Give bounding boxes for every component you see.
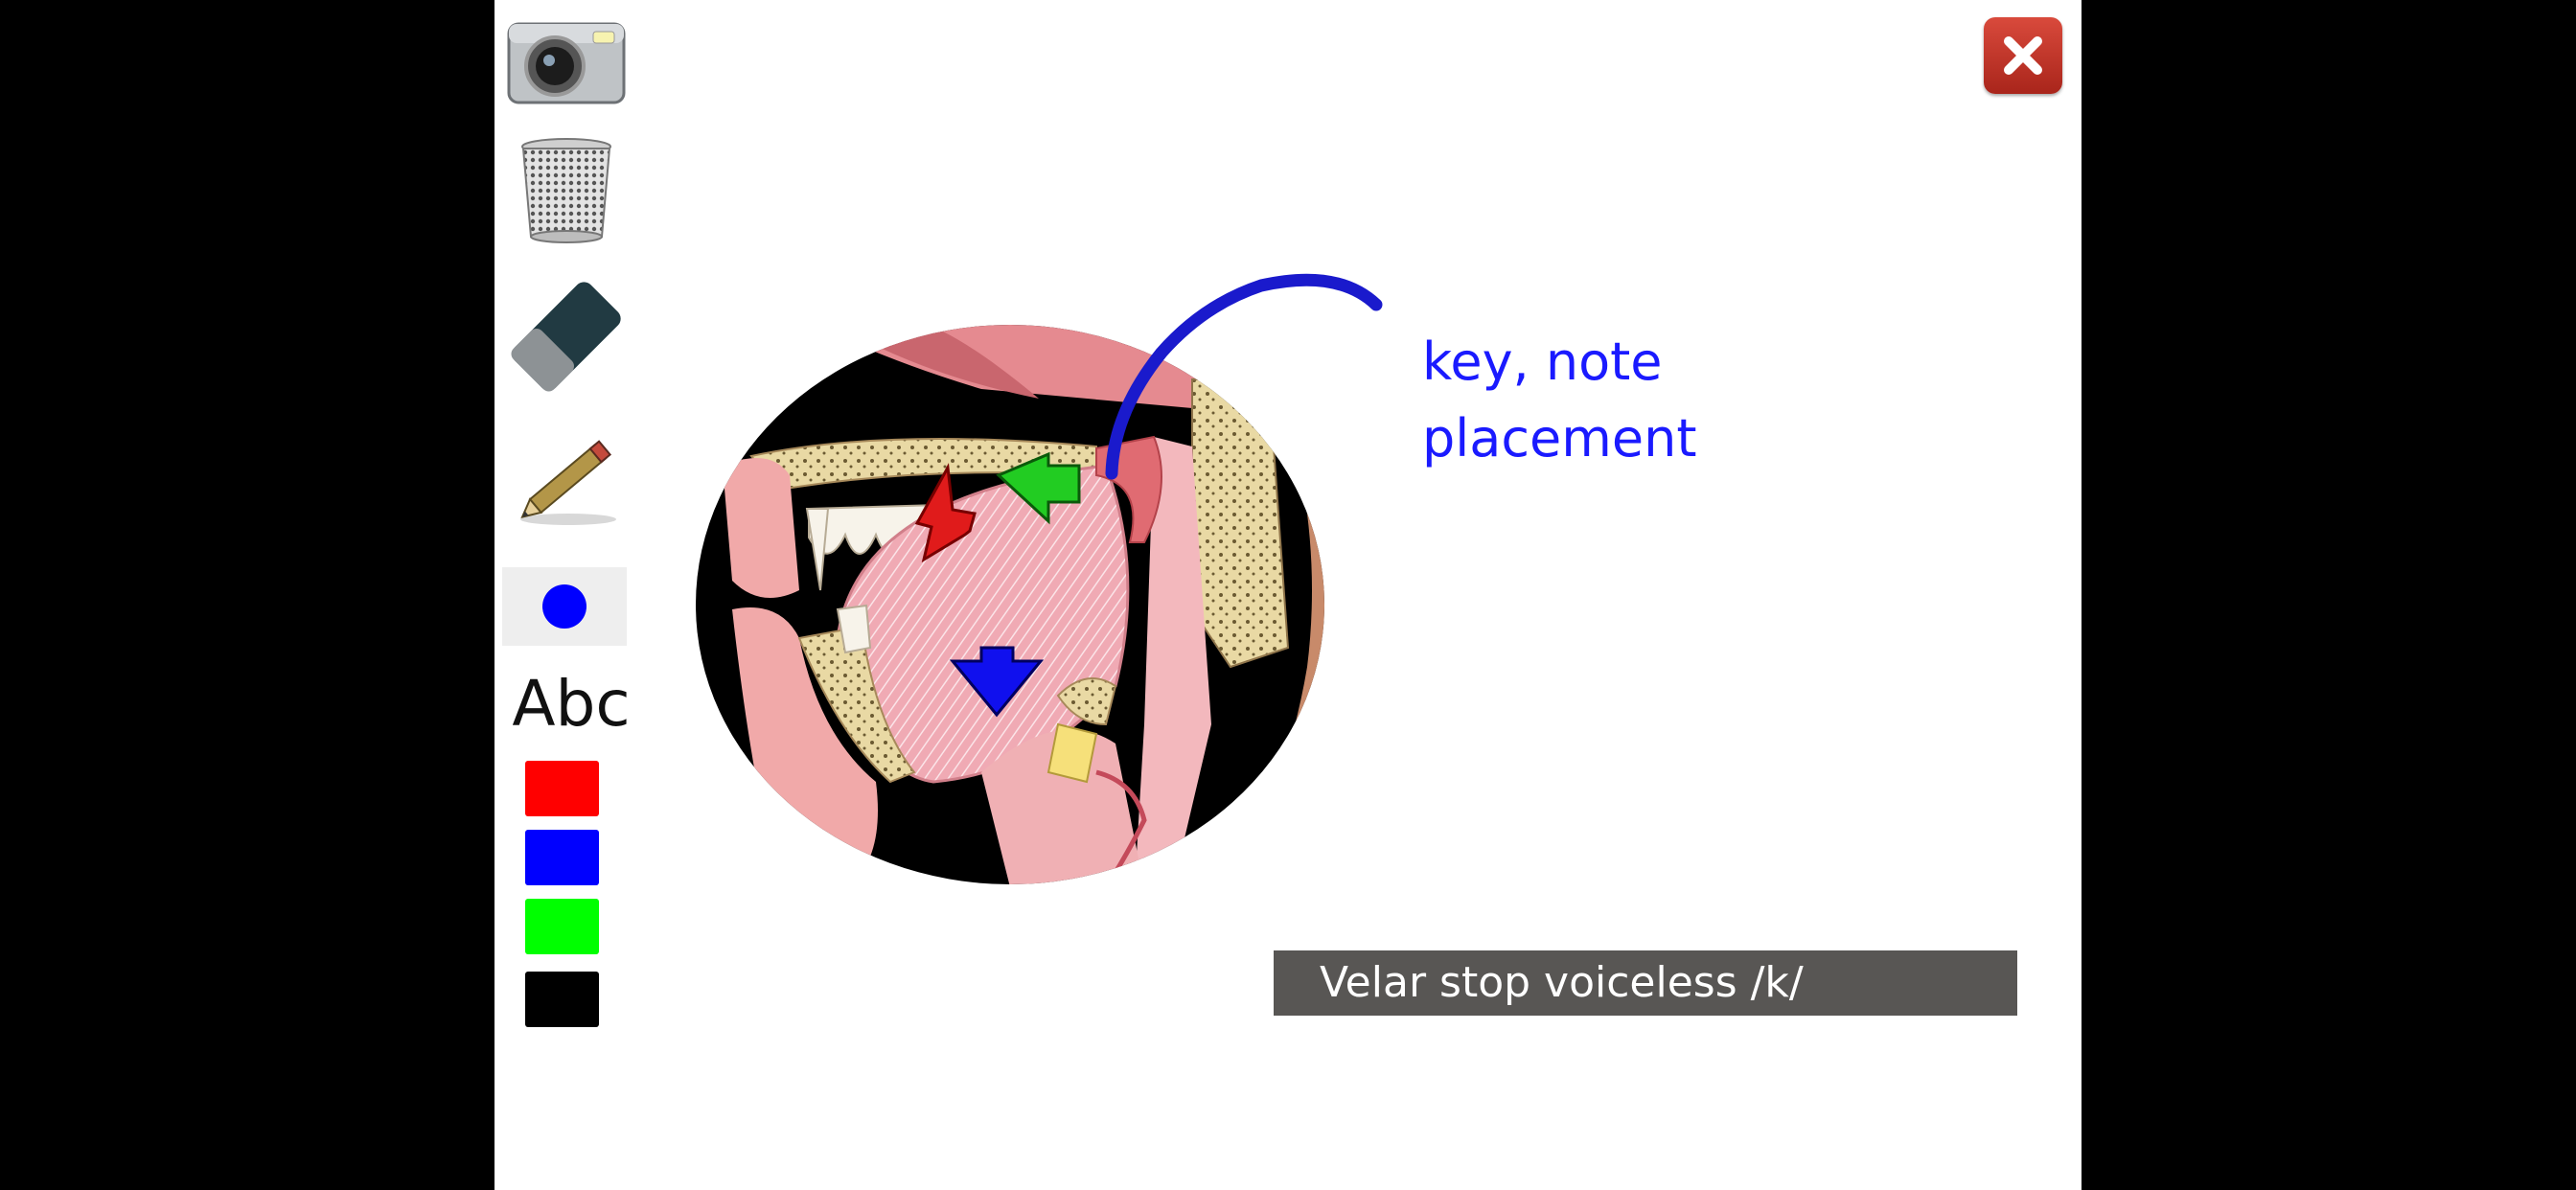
trash-button[interactable] xyxy=(504,138,629,243)
color-swatch-red[interactable] xyxy=(525,761,599,816)
red-arrow xyxy=(914,463,977,563)
color-swatch-green[interactable] xyxy=(525,899,599,954)
dot-icon xyxy=(542,584,586,629)
camera-icon xyxy=(507,22,626,104)
color-swatch-black[interactable] xyxy=(525,972,599,1027)
annotation-line-1: key, note xyxy=(1422,332,1663,392)
close-icon xyxy=(2004,36,2042,75)
camera-button[interactable] xyxy=(504,6,629,111)
drawing-canvas[interactable]: Abc xyxy=(494,0,2082,1190)
blue-arrow xyxy=(949,646,1045,718)
annotation-text: key, note placement xyxy=(1422,324,1697,477)
pencil-icon xyxy=(520,440,616,525)
eraser-icon xyxy=(511,282,621,392)
green-arrow xyxy=(996,451,1081,525)
pencil-button[interactable] xyxy=(504,427,629,533)
close-button[interactable] xyxy=(1984,17,2062,94)
trash-icon xyxy=(521,138,611,243)
freehand-stroke xyxy=(1105,273,1383,480)
brush-size-button[interactable] xyxy=(502,567,627,646)
caption-bar: Velar stop voiceless /k/ xyxy=(1274,950,2017,1016)
vocal-tract-illustration xyxy=(696,325,1324,884)
text-tool-button[interactable]: Abc xyxy=(512,667,631,741)
color-swatch-blue[interactable] xyxy=(525,830,599,885)
annotation-line-2: placement xyxy=(1422,408,1697,469)
eraser-button[interactable] xyxy=(504,282,629,392)
